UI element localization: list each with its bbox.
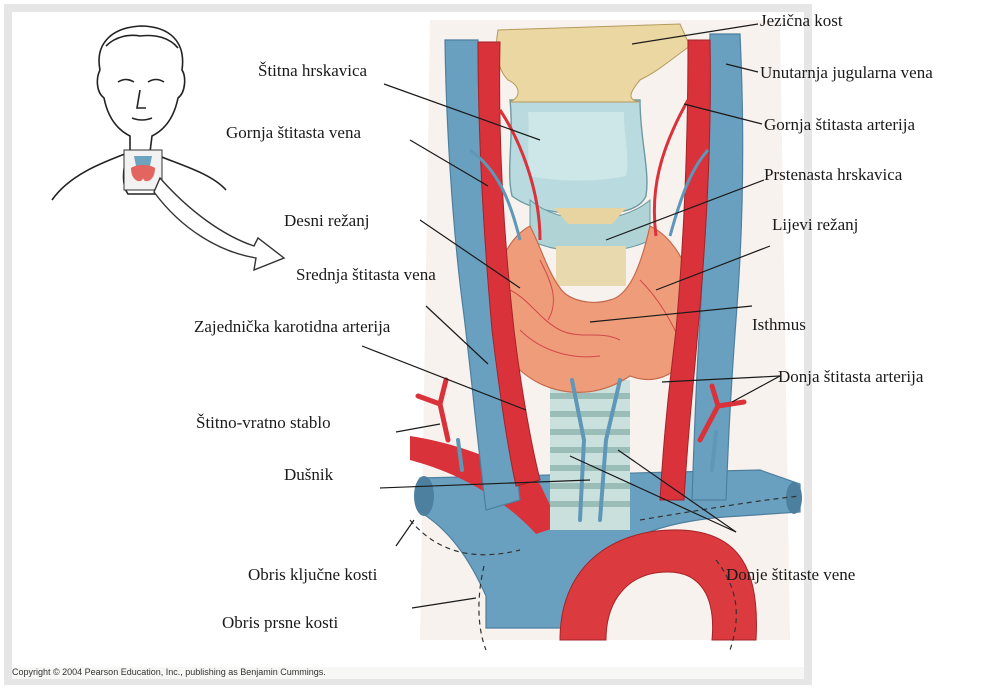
copyright-notice: Copyright © 2004 Pearson Education, Inc.…	[12, 667, 326, 677]
inset-cartilage	[134, 156, 152, 166]
left-subclavian-vein-cut	[786, 482, 802, 514]
label-donje-stitaste-vene: Donje štitaste vene	[726, 566, 855, 584]
subclavian-vein-cut	[414, 476, 434, 516]
label-donja-stitasta-arterija: Donja štitasta arterija	[778, 368, 923, 386]
tracheal-upper-segment	[556, 246, 626, 286]
thyroid-cartilage-highlight	[528, 112, 627, 181]
label-srednja-stitasta-vena: Srednja štitasta vena	[296, 266, 436, 284]
label-dusnik: Dušnik	[284, 466, 333, 484]
label-obris-kljucne-kosti: Obris ključne kosti	[248, 566, 377, 584]
label-isthmus: Isthmus	[752, 316, 806, 334]
label-desni-rezanj: Desni režanj	[284, 212, 369, 230]
label-obris-prsne-kosti: Obris prsne kosti	[222, 614, 338, 632]
label-gornja-stitasta-vena: Gornja štitasta vena	[226, 124, 361, 142]
label-jezicna-kost: Jezična kost	[760, 12, 843, 30]
label-lijevi-rezanj: Lijevi režanj	[772, 216, 858, 234]
label-stitna-hrskavica: Štitna hrskavica	[258, 62, 367, 80]
trachea-tube	[550, 380, 630, 530]
label-zajednicka-karotidna-arterija: Zajednička karotidna arterija	[194, 318, 390, 336]
label-unutarnja-jugularna-vena: Unutarnja jugularna vena	[760, 64, 933, 82]
label-prstenasta-hrskavica: Prstenasta hrskavica	[764, 166, 902, 184]
label-stitno-vratno-stablo: Štitno-vratno stablo	[196, 414, 331, 432]
trachea	[550, 380, 630, 530]
label-gornja-stitasta-arterija: Gornja štitasta arterija	[764, 116, 915, 134]
